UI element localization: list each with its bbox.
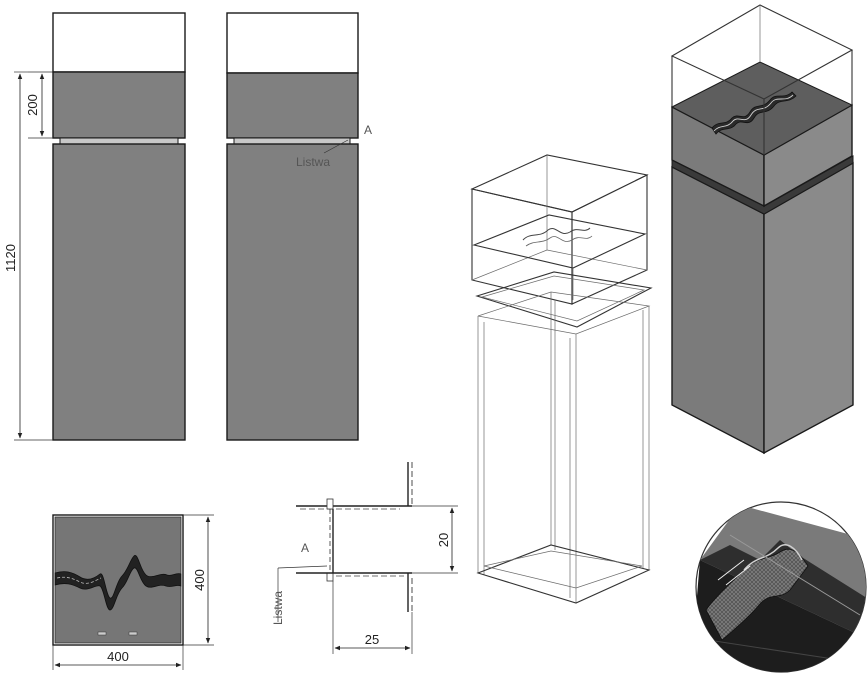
ledge-label-detail: Listwa	[271, 591, 285, 625]
solid-burner-slot	[711, 91, 797, 135]
base-front-face	[671, 165, 765, 455]
dimension-ledge-depth-label: 25	[365, 632, 379, 647]
callout-side-a: A Listwa	[296, 123, 372, 169]
plan-burner-slot	[54, 555, 182, 611]
dimension-top-height-label: 200	[25, 94, 40, 116]
dimension-top-height: 200	[25, 71, 53, 139]
base-column-front	[52, 143, 186, 441]
dimension-total-height: 1120	[3, 71, 53, 441]
callout-detail: A Listwa	[271, 541, 328, 625]
ledge-detail	[296, 462, 413, 612]
glass-box-front	[52, 12, 186, 73]
dimension-ledge-height: 20	[412, 505, 458, 574]
dimension-ledge-depth: 25	[332, 581, 413, 654]
dimension-plan-width-label: 400	[107, 649, 129, 664]
dimension-total-height-label: 1120	[3, 244, 18, 272]
isometric-wireframe-view	[470, 154, 653, 604]
solid-burner-highlight	[713, 94, 794, 132]
plan-vent-left	[97, 631, 107, 636]
side-elevation	[226, 12, 359, 441]
dimension-plan-width: 400	[52, 645, 184, 670]
dimension-ledge-height-label: 20	[436, 533, 451, 547]
isometric-solid-view	[670, 4, 854, 455]
burner-tray-front	[52, 71, 186, 139]
ledge-strip-front	[59, 137, 179, 145]
point-a-label-detail: A	[301, 541, 309, 555]
plan-view	[52, 514, 184, 646]
detail-circle-view	[695, 501, 867, 673]
dimension-plan-depth: 400	[183, 514, 214, 646]
dimension-plan-depth-label: 400	[192, 569, 207, 591]
front-elevation	[52, 12, 186, 441]
base-column-side	[226, 143, 359, 441]
ledge-strip-side	[233, 137, 351, 145]
glass-box-side	[226, 12, 359, 74]
point-a-label-side: A	[364, 123, 372, 137]
burner-tray-side	[226, 72, 359, 139]
ledge-label-side: Listwa	[296, 155, 330, 169]
plan-burner-wave-highlight	[56, 576, 102, 584]
plan-vent-right	[128, 631, 138, 636]
